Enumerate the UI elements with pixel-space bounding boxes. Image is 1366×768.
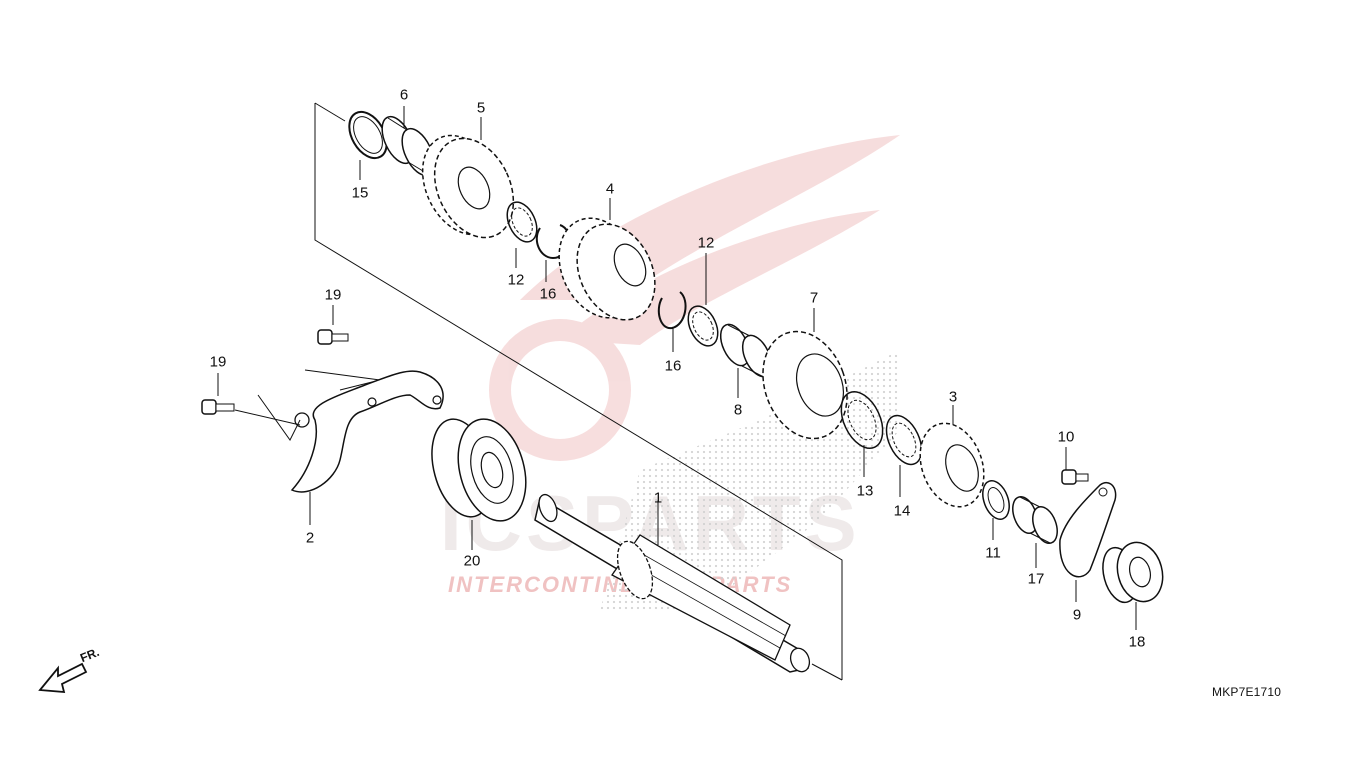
part-label-16b: 16 bbox=[664, 357, 682, 375]
washer-11 bbox=[982, 480, 1010, 520]
part-label-1: 1 bbox=[653, 489, 663, 507]
part-label-2: 2 bbox=[305, 529, 315, 547]
part-label-18: 18 bbox=[1128, 633, 1146, 651]
leader-lines bbox=[217, 106, 1137, 630]
thrust-washer-13 bbox=[840, 391, 884, 449]
part-label-4: 4 bbox=[605, 180, 615, 198]
part-label-12a: 12 bbox=[507, 271, 525, 289]
splined-washer-12a bbox=[506, 201, 538, 243]
part-label-7: 7 bbox=[809, 289, 819, 307]
bolt-19a bbox=[317, 329, 349, 345]
gear-5 bbox=[421, 134, 515, 239]
gear-7 bbox=[762, 330, 848, 440]
bolt-19b bbox=[201, 399, 235, 415]
gear-4 bbox=[558, 217, 656, 321]
part-label-3: 3 bbox=[948, 388, 958, 406]
part-label-15: 15 bbox=[351, 184, 369, 202]
part-label-13: 13 bbox=[856, 482, 874, 500]
circlip-16b bbox=[657, 291, 687, 330]
part-label-10: 10 bbox=[1057, 428, 1075, 446]
needle-bearing-17 bbox=[1012, 496, 1058, 544]
part-label-9: 9 bbox=[1072, 606, 1082, 624]
part-label-16a: 16 bbox=[539, 285, 557, 303]
assembly-outline bbox=[314, 103, 843, 680]
part-label-6: 6 bbox=[399, 86, 409, 104]
part-label-19b: 19 bbox=[209, 353, 227, 371]
part-label-8: 8 bbox=[733, 401, 743, 419]
bearing-18 bbox=[1102, 541, 1164, 604]
mainshaft-1 bbox=[534, 493, 811, 673]
gear-3 bbox=[919, 422, 985, 508]
diagram-code: MKP7E1710 bbox=[1212, 685, 1282, 699]
part-label-14: 14 bbox=[893, 502, 911, 520]
part-label-19a: 19 bbox=[324, 286, 342, 304]
front-arrow-icon bbox=[38, 662, 88, 694]
bearing-20 bbox=[431, 418, 527, 522]
plate-9 bbox=[1059, 481, 1117, 578]
splined-washer-12b bbox=[687, 305, 719, 347]
bolt-10 bbox=[1061, 469, 1089, 485]
part-label-5: 5 bbox=[476, 99, 486, 117]
part-label-20: 20 bbox=[463, 552, 481, 570]
part-label-12b: 12 bbox=[697, 234, 715, 252]
part-label-11: 11 bbox=[985, 544, 1001, 562]
part-label-17: 17 bbox=[1027, 570, 1045, 588]
plate-2 bbox=[290, 370, 444, 493]
